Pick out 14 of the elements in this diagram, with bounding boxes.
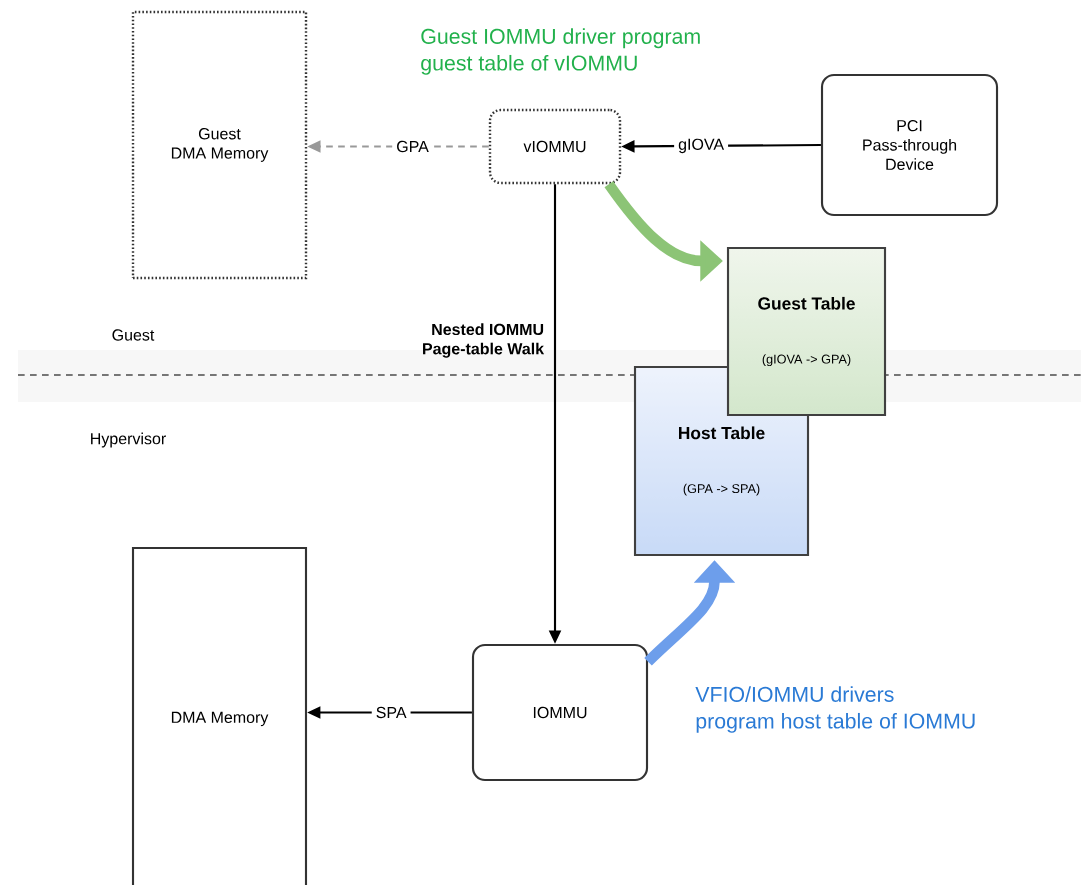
memory-box: DMA Memory [131, 546, 308, 885]
annotation-text: VFIO/IOMMU drivers program host table of IOMMU [695, 686, 975, 733]
table-box: Guest Table (gIOVA -> GPA) [726, 246, 887, 417]
device-box: PCI Pass-through Device [820, 73, 999, 217]
edge-label: Nested IOMMU Page-table Walk [423, 323, 545, 358]
memory-box: Guest DMA Memory [131, 10, 308, 280]
edge-label: gIOVA [674, 134, 729, 158]
annotation-text: Guest IOMMU driver program guest table of vIOMMU [421, 28, 700, 75]
edge-label: SPA [371, 702, 411, 723]
edge-label: GPA [392, 136, 433, 157]
process-box: IOMMU [471, 643, 649, 782]
region-label: Guest [112, 329, 155, 341]
process-box: vIOMMU [488, 108, 622, 185]
region-label: Hypervisor [91, 432, 166, 448]
